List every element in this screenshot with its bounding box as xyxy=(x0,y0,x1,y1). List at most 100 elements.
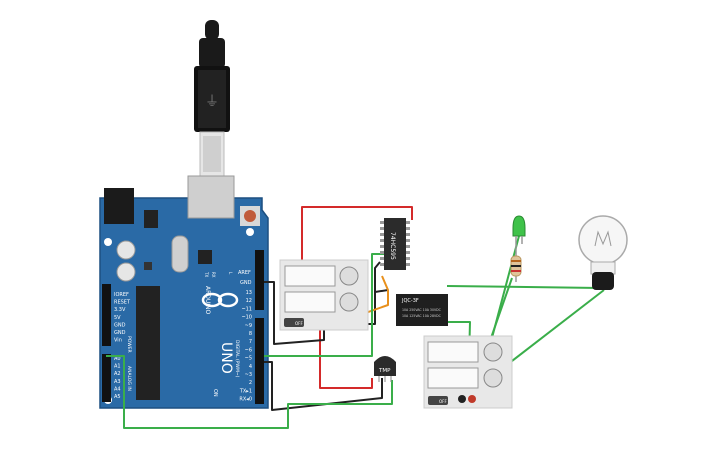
display-current xyxy=(284,291,336,313)
display-voltage xyxy=(284,265,336,287)
chip-pin[interactable] xyxy=(406,251,410,254)
sensor-label: TMP xyxy=(378,368,391,374)
pin-label: Vin xyxy=(114,338,122,344)
pin-label: ~6 xyxy=(245,347,252,353)
terminal-negative[interactable] xyxy=(458,395,466,403)
pin-label: A3 xyxy=(114,379,121,385)
atmega-chip xyxy=(136,286,160,400)
chip-pin[interactable] xyxy=(380,263,384,266)
green-led[interactable] xyxy=(512,215,526,248)
wire-green-d7 xyxy=(264,253,386,357)
power-supply-1[interactable]: OFF xyxy=(279,259,369,331)
pin-label: ~10 xyxy=(241,315,252,321)
pin-label: TX▸1 xyxy=(239,388,252,394)
usb-cable[interactable]: ⏚ xyxy=(194,20,230,177)
light-bulb[interactable] xyxy=(578,215,628,290)
arduino-uno-board[interactable]: UNO ARDUINO ON TX RX L AREF GND 1312~11~… xyxy=(99,175,269,409)
chip-pin[interactable] xyxy=(380,251,384,254)
digital-label: DIGITAL (PWM~) xyxy=(234,340,240,378)
chip-pin[interactable] xyxy=(380,245,384,248)
tx-label: TX xyxy=(204,271,209,277)
display-voltage xyxy=(427,341,479,363)
pin-label: A5 xyxy=(114,394,121,400)
pin-label: 8 xyxy=(249,331,252,337)
pin-label: 7 xyxy=(249,339,252,345)
wire-black-gnd xyxy=(264,261,381,345)
mount-hole xyxy=(246,228,254,236)
voltage-knob[interactable] xyxy=(339,266,359,286)
pin-label: ~3 xyxy=(245,372,252,378)
chip-pin[interactable] xyxy=(406,245,410,248)
board-model-label: UNO xyxy=(218,342,234,374)
pin-label: RESET xyxy=(114,300,131,306)
chip-pin[interactable] xyxy=(380,239,384,242)
digital-header-bottom xyxy=(255,318,264,404)
crystal xyxy=(171,235,189,273)
power-supply-2[interactable]: OFF xyxy=(423,335,513,409)
wire-black-relay xyxy=(374,289,389,293)
chip-pin[interactable] xyxy=(406,227,410,230)
pin-label: RX◂0 xyxy=(239,397,252,403)
wire-green-a0 xyxy=(106,355,393,429)
terminal-positive[interactable] xyxy=(468,395,476,403)
chip-pin[interactable] xyxy=(406,221,410,224)
pin-label: 5V xyxy=(114,315,121,321)
on-label: ON xyxy=(212,389,218,397)
pin-label: 2 xyxy=(249,380,252,386)
chip-pin[interactable] xyxy=(380,233,384,236)
relay-rating-1: 10A 250VAC 10A 30VDC xyxy=(402,308,442,312)
pin-label: GND xyxy=(114,330,126,336)
chip-pin[interactable] xyxy=(380,227,384,230)
chip-pin[interactable] xyxy=(406,239,410,242)
rx-label: RX xyxy=(211,272,216,278)
power-switch[interactable] xyxy=(428,396,448,405)
chip-pin[interactable] xyxy=(406,233,410,236)
chip-pin[interactable] xyxy=(380,221,384,224)
chip-label: 74HC595 xyxy=(389,232,396,260)
pin-label: 3.3V xyxy=(114,307,126,313)
pin-label: 4 xyxy=(249,364,252,370)
chip-pin[interactable] xyxy=(406,257,410,260)
voltage-regulator xyxy=(144,210,158,228)
resistor[interactable] xyxy=(510,248,522,282)
analog-header xyxy=(102,354,111,402)
digital-header-top xyxy=(255,250,264,310)
chip-pin[interactable] xyxy=(380,257,384,260)
pin-label: IOREF xyxy=(114,292,129,298)
pin-label: 13 xyxy=(246,290,252,296)
brand-label: ARDUINO xyxy=(204,286,211,315)
analog-label: ANALOG IN xyxy=(126,366,132,391)
pin-label: A0 xyxy=(114,356,121,362)
relay-model: JQC-3F xyxy=(401,298,419,304)
gnd-label: GND xyxy=(240,280,252,286)
temperature-sensor[interactable]: TMP xyxy=(374,356,396,382)
wire-black-tmp xyxy=(264,361,383,411)
pin-label: ~9 xyxy=(245,323,252,329)
power-label: POWER xyxy=(126,336,132,353)
capacitor xyxy=(116,240,136,260)
aref-label: AREF xyxy=(238,270,251,276)
l-label: L xyxy=(228,272,233,275)
current-knob[interactable] xyxy=(483,368,503,388)
pin-label: ~11 xyxy=(241,306,252,312)
voltage-knob[interactable] xyxy=(483,342,503,362)
switch-label: OFF xyxy=(439,399,447,404)
shift-register-chip[interactable]: 74HC595 xyxy=(380,218,410,270)
wire-green-relay-bulb xyxy=(446,285,601,289)
chip-pin[interactable] xyxy=(406,263,410,266)
pin-label: A4 xyxy=(114,386,121,392)
relay[interactable]: JQC-3F 10A 250VAC 10A 30VDC 10A 125VAC 1… xyxy=(396,294,448,326)
pin-label: GND xyxy=(114,322,126,328)
display-current xyxy=(427,367,479,389)
capacitor xyxy=(116,262,136,282)
current-knob[interactable] xyxy=(339,292,359,312)
mount-hole xyxy=(104,238,112,246)
power-header xyxy=(102,284,111,346)
pin-label: ~5 xyxy=(245,356,252,362)
power-switch[interactable] xyxy=(284,318,304,327)
pin-label: A1 xyxy=(114,364,121,370)
